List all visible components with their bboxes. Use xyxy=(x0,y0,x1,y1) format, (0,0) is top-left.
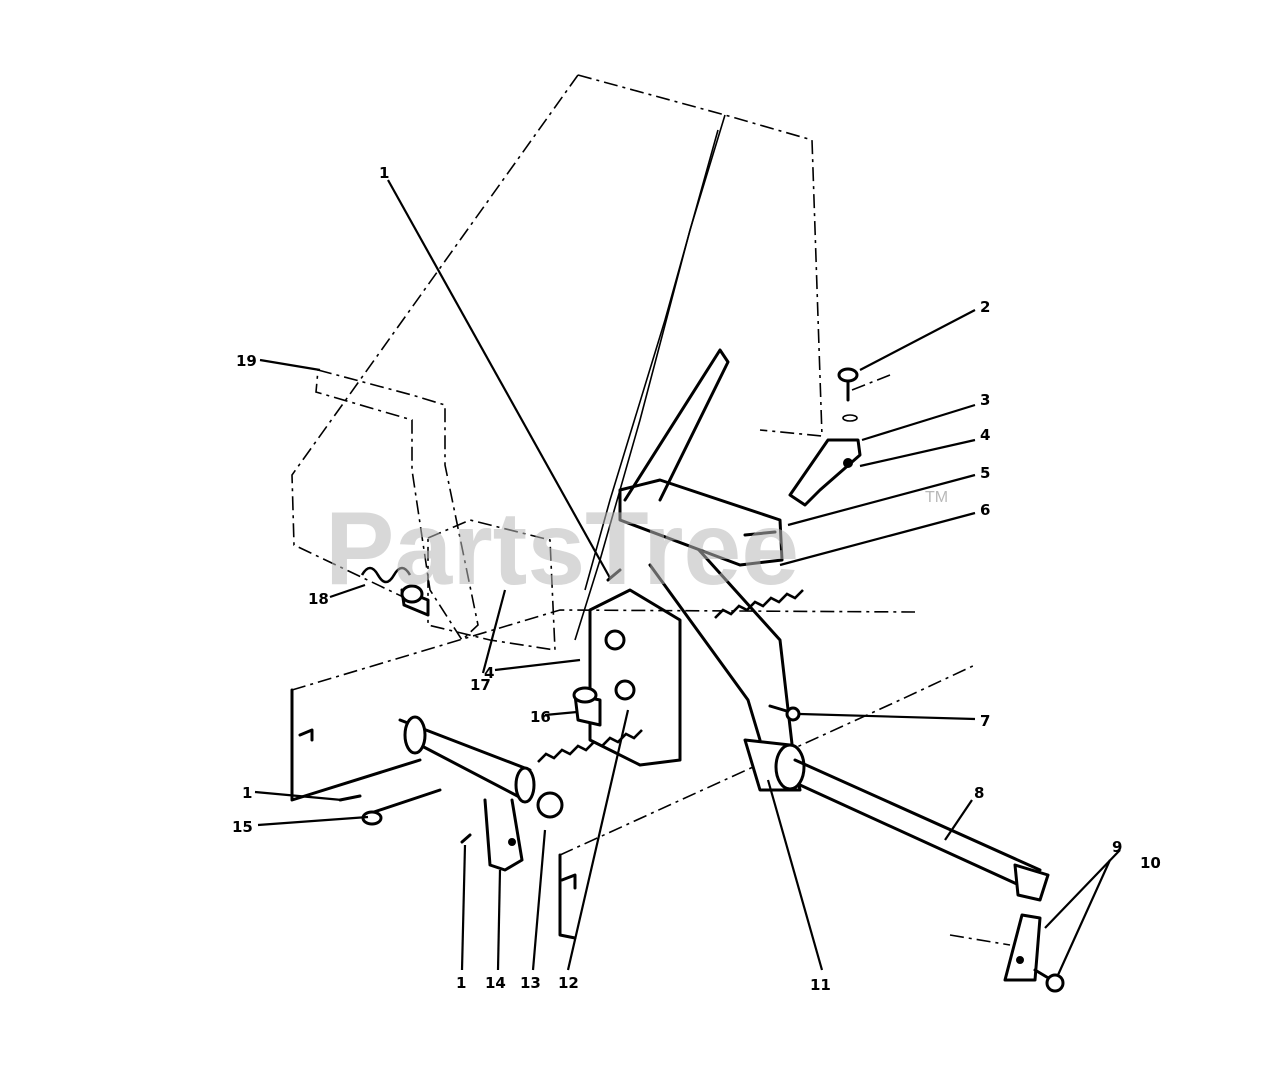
callout-6: 6 xyxy=(980,501,990,519)
callout-1-bottom: 1 xyxy=(456,974,466,992)
leader-lines xyxy=(254,179,1121,976)
bolt-part-1-top xyxy=(606,568,622,582)
callout-14: 14 xyxy=(485,974,506,992)
base-plate xyxy=(290,609,976,940)
side-bracket-part-19 xyxy=(315,368,479,642)
callout-9: 9 xyxy=(1112,838,1122,856)
windshield xyxy=(291,74,823,641)
watermark-trademark: TM xyxy=(925,489,948,506)
callout-12: 12 xyxy=(558,974,579,992)
callout-16: 16 xyxy=(530,708,551,726)
spring-part-18 xyxy=(360,566,430,617)
plate-part-9 xyxy=(949,913,1042,982)
callout-10: 10 xyxy=(1140,854,1161,872)
callout-8: 8 xyxy=(974,784,984,802)
bolt-part-7 xyxy=(768,704,801,722)
callout-1-top: 1 xyxy=(379,164,389,182)
spring-lower xyxy=(537,729,643,763)
link-arm-part-12 xyxy=(588,588,682,767)
callout-13: 13 xyxy=(520,974,541,992)
callout-labels: 1 2 3 4 5 6 7 8 9 10 11 12 13 14 1 15 1 … xyxy=(232,164,1161,994)
watermark-brand: PartsTree xyxy=(325,491,799,607)
bushing-part-16 xyxy=(572,686,602,727)
callout-2: 2 xyxy=(980,298,990,316)
bolt-part-1-left xyxy=(338,794,362,802)
callout-15: 15 xyxy=(232,818,253,836)
callout-19: 19 xyxy=(236,352,257,370)
callout-4-right: 4 xyxy=(980,426,990,444)
callout-17: 17 xyxy=(470,676,491,694)
pedal-lever xyxy=(618,348,797,772)
bolt-part-10 xyxy=(1033,968,1065,993)
pin-part-15 xyxy=(361,788,442,826)
callout-18: 18 xyxy=(308,590,329,608)
spring-upper xyxy=(714,589,804,619)
bolt-part-2 xyxy=(837,367,891,422)
callout-1-left: 1 xyxy=(242,784,252,802)
arm-part-14 xyxy=(483,798,524,872)
callout-7: 7 xyxy=(980,712,990,730)
callout-3: 3 xyxy=(980,391,990,409)
callout-4-mid: 4 xyxy=(484,664,494,682)
partstree-watermark: PartsTree TM xyxy=(325,489,948,607)
bracket-part-3 xyxy=(788,438,862,507)
cross-shaft xyxy=(398,715,564,819)
callout-5: 5 xyxy=(980,464,990,482)
collar-part-11 xyxy=(743,738,806,792)
shaft-part-8 xyxy=(793,758,1050,902)
bolt-part-1-bottom xyxy=(460,833,472,844)
callout-11: 11 xyxy=(810,976,831,994)
